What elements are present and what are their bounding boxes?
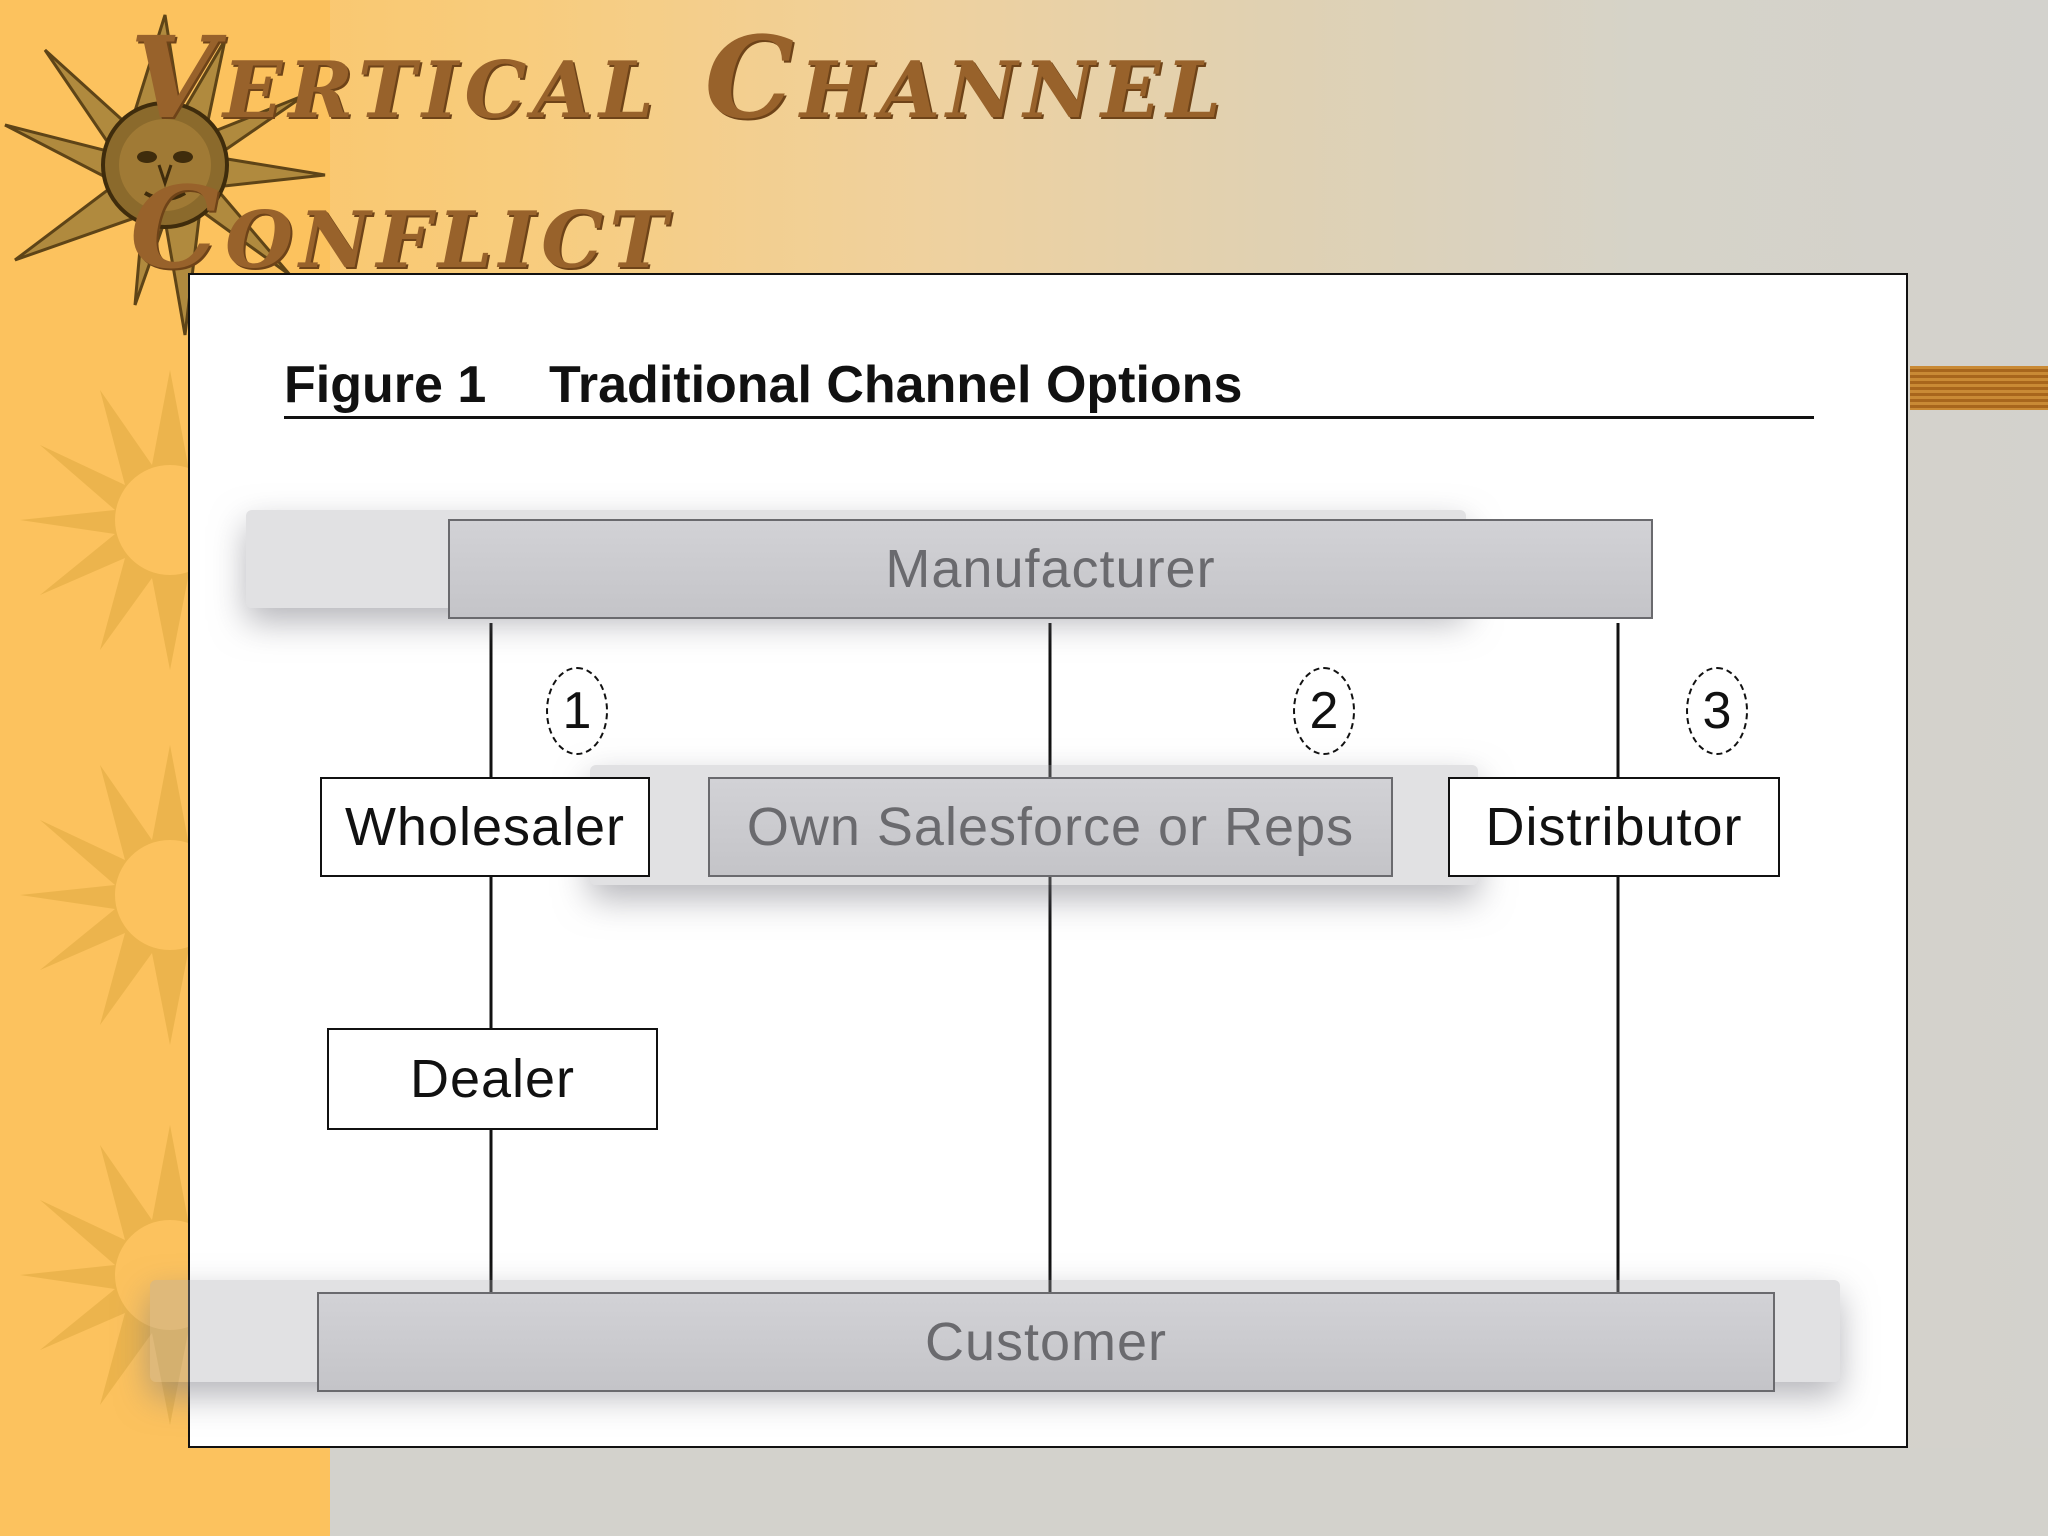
channel-number-1: 1 [546, 667, 608, 755]
bottom-band [330, 1448, 2048, 1536]
customer-box: Customer [317, 1292, 1775, 1392]
slide-title: Vertical Channel Conflict [130, 13, 1228, 294]
bronze-sun-emblem [4, 14, 326, 336]
own-salesforce-box: Own Salesforce or Reps [708, 777, 1393, 877]
accent-bar [1910, 366, 2048, 410]
dealer-box: Dealer [327, 1028, 658, 1130]
figure-label: Figure 1 [284, 356, 487, 414]
figure-heading: Figure 1 Traditional Channel Options [284, 355, 1814, 419]
figure-title: Traditional Channel Options [549, 356, 1243, 414]
wholesaler-box: Wholesaler [320, 777, 650, 877]
figure-panel: Figure 1 Traditional Channel Options Manu… [150, 273, 1908, 1448]
manufacturer-box: Manufacturer [448, 519, 1653, 619]
channel-number-2: 2 [1293, 667, 1355, 755]
channel-number-3: 3 [1686, 667, 1748, 755]
distributor-box: Distributor [1448, 777, 1780, 877]
channel-connector-lines [489, 623, 1620, 1292]
